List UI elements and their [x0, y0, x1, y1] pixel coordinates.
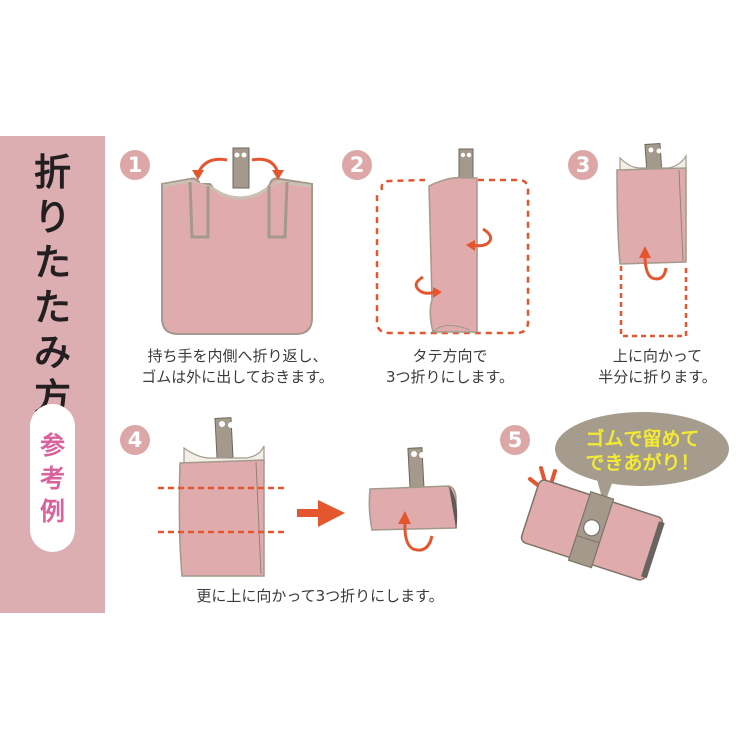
elastic-tab-icon: [232, 147, 250, 189]
title-char: た: [34, 241, 71, 284]
right-arrow-icon: [297, 500, 345, 527]
caption-line: ゴムは外に出しておきます。: [141, 368, 334, 386]
page-title: 折 り た た み 方: [0, 150, 105, 420]
curved-arrow-icon: [414, 227, 493, 295]
step4-caption: 更に上に向かって3つ折りにします。: [160, 586, 480, 607]
step-number-3: 3: [568, 150, 598, 180]
step-number-5: 5: [500, 425, 530, 455]
reference-example-badge: 参 考 例: [30, 404, 75, 552]
badge-char: 例: [39, 496, 65, 526]
title-char: 折: [34, 151, 71, 194]
step-number-1: 1: [120, 150, 150, 180]
caption-line: 持ち手を内側へ折り返し、: [147, 347, 328, 365]
curved-arrow-icon: [643, 254, 668, 281]
title-char: み: [34, 331, 71, 374]
speech-bubble: [555, 412, 729, 505]
caption-line: タテ方向で: [412, 347, 488, 365]
bubble-line: できあがり！: [585, 452, 700, 474]
badge-char: 参: [39, 430, 65, 460]
step-number-4: 4: [120, 425, 150, 455]
step3-caption: 上に向かって 半分に折ります。: [590, 346, 725, 388]
badge-char: 考: [39, 463, 65, 493]
title-char: り: [34, 196, 71, 239]
speech-bubble-text: ゴムで留めて できあがり！: [560, 427, 725, 475]
step1-caption: 持ち手を内側へ折り返し、 ゴムは外に出しておきます。: [130, 346, 345, 388]
step-number-2: 2: [342, 150, 372, 180]
sidebar-title-panel: 折 り た た み 方 参 考 例: [0, 136, 105, 613]
caption-line: 更に上に向かって3つ折りにします。: [196, 587, 444, 605]
step2-caption: タテ方向で 3つ折りにします。: [370, 346, 530, 388]
curved-arrow-icon: [403, 521, 434, 552]
caption-line: 半分に折ります。: [598, 368, 717, 386]
caption-line: 3つ折りにします。: [385, 368, 515, 386]
title-char: た: [34, 286, 71, 329]
caption-line: 上に向かって: [612, 347, 703, 365]
bubble-line: ゴムで留めて: [585, 428, 700, 450]
